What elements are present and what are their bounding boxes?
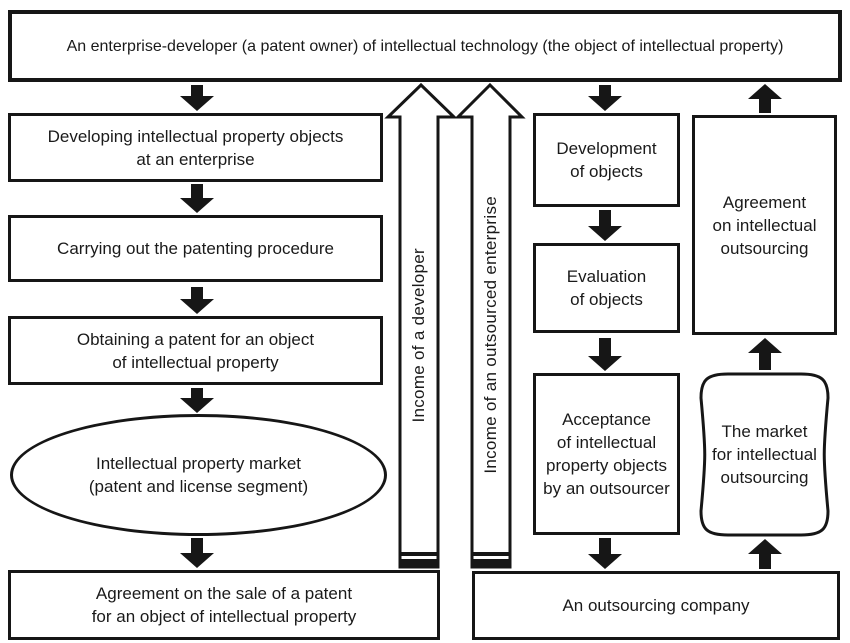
outsourcing-agreement-box: Agreement on intellectual outsourcing: [692, 115, 837, 335]
intellectual-outsourcing-market-shape: [699, 372, 830, 537]
outsourcing-company-box: An outsourcing company: [472, 571, 840, 640]
flow-arrow-down: [588, 85, 622, 111]
acceptance-box: Acceptance of intellectual property obje…: [533, 373, 680, 535]
development-of-objects-box: Development of objects: [533, 113, 680, 207]
flow-arrow-down: [180, 538, 214, 568]
flow-arrow-up: [748, 338, 782, 370]
left-box-developing: Developing intellectual property objects…: [8, 113, 383, 182]
flow-arrow-down: [588, 210, 622, 241]
flow-arrow-up: [748, 539, 782, 569]
left-box-patenting: Carrying out the patenting procedure: [8, 215, 383, 282]
flow-arrow-down: [180, 184, 214, 213]
left-box-obtaining-patent: Obtaining a patent for an object of inte…: [8, 316, 383, 385]
top-box: An enterprise-developer (a patent owner)…: [8, 10, 842, 82]
sale-agreement-box: Agreement on the sale of a patent for an…: [8, 570, 440, 640]
flow-arrow-down: [588, 338, 622, 371]
flow-arrow-down: [588, 538, 622, 569]
income-arrows-graphic: [384, 82, 526, 569]
flow-arrow-down: [180, 388, 214, 413]
intellectual-outsourcing-market-label: The market for intellectual outsourcing: [712, 422, 817, 487]
flow-arrow-down: [180, 85, 214, 111]
flow-arrow-down: [180, 287, 214, 314]
ip-market-ellipse: Intellectual property market (patent and…: [10, 414, 387, 536]
income-developer-arrow-label: Income of a developer: [409, 247, 428, 423]
flow-arrow-up: [748, 84, 782, 113]
evaluation-of-objects-box: Evaluation of objects: [533, 243, 680, 333]
income-outsourced-arrow-label: Income of an outsourced enterprise: [481, 196, 500, 474]
